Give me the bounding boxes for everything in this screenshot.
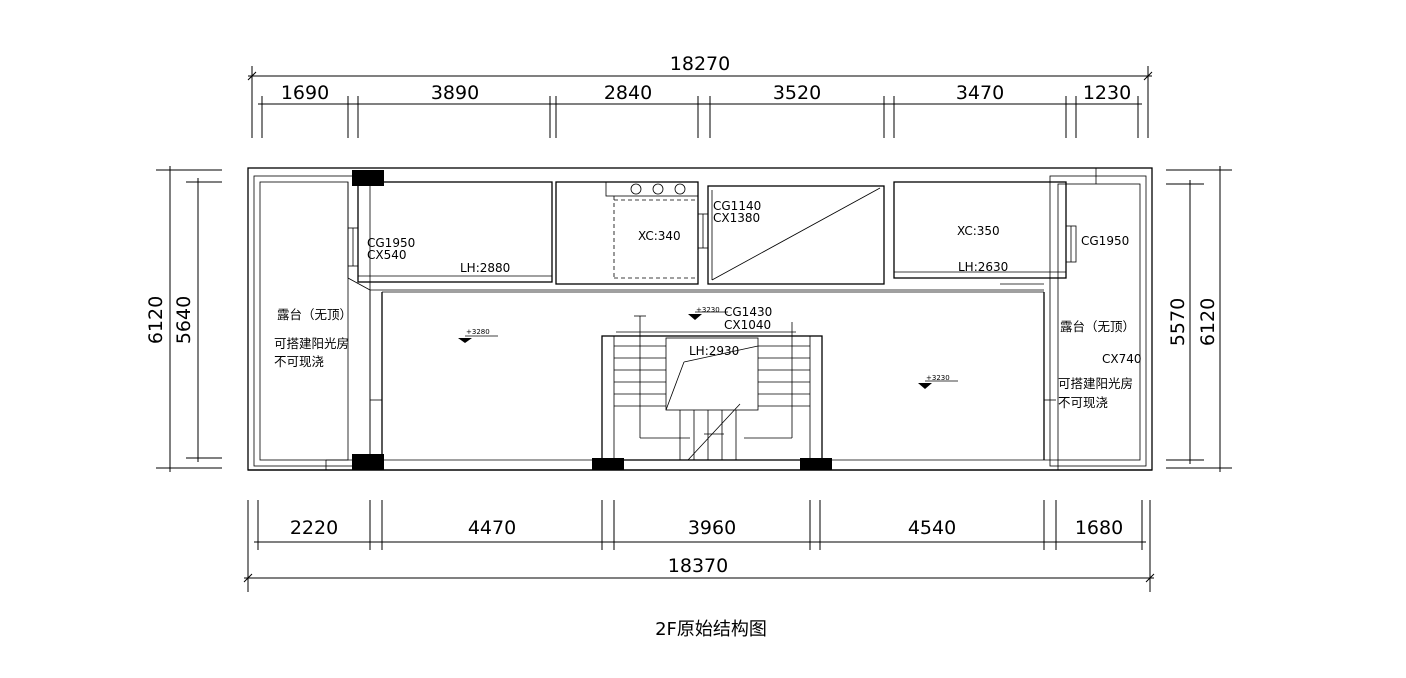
top-dimension-lines — [247, 66, 1153, 138]
bottom-dimension-4: 4540 — [908, 517, 956, 539]
left-outer-dimension: 6120 — [145, 296, 167, 344]
stair-cg-label: CG1430 — [724, 305, 772, 319]
right-cx-label: CX740 — [1102, 352, 1142, 366]
right-terrace-name: 露台（无顶） — [1060, 319, 1135, 334]
bottom-dimension-1: 2220 — [290, 517, 338, 539]
right-terrace-line2: 不可现浇 — [1058, 395, 1108, 410]
right-inner-dimension: 5570 — [1167, 298, 1189, 346]
room3-cg-label: CG1140 — [713, 199, 761, 213]
left-terrace-line1: 可搭建阳光房 — [274, 336, 349, 351]
room3-cx-label: CX1380 — [713, 211, 760, 225]
staircase — [601, 315, 823, 461]
bottom-dimension-3: 3960 — [688, 517, 736, 539]
room2-xc-label: XC:340 — [638, 229, 681, 243]
top-dimension-4: 3520 — [773, 82, 821, 104]
level-left-text: +3280 — [466, 328, 490, 336]
room1-lh-label: LH:2880 — [460, 261, 510, 275]
room1-cx-label: CX540 — [367, 248, 407, 262]
level-marker-left — [458, 335, 498, 343]
room4-xc-label: XC:350 — [957, 224, 1000, 238]
level-stair-text: +3230 — [696, 306, 720, 314]
room1-cg-label: CG1950 — [367, 236, 415, 250]
top-dimension-2: 3890 — [431, 82, 479, 104]
stair-cx-label: CX1040 — [724, 318, 771, 332]
level-right-text: +3230 — [926, 374, 950, 382]
right-dimension-lines — [1166, 166, 1232, 472]
left-inner-dimension: 5640 — [173, 296, 195, 344]
level-marker-stair — [688, 311, 728, 320]
stove-fixture — [605, 181, 699, 279]
left-dimension-lines — [156, 166, 222, 472]
top-dimension-6: 1230 — [1083, 82, 1131, 104]
top-dimension-1: 1690 — [281, 82, 329, 104]
room3-diagonal — [711, 187, 881, 281]
right-terrace-line1: 可搭建阳光房 — [1058, 376, 1133, 391]
drawing-title: 2F原始结构图 — [655, 619, 767, 640]
structural-columns — [352, 170, 832, 470]
outer-walls — [247, 167, 1153, 471]
right-cg-label: CG1950 — [1081, 234, 1129, 248]
bottom-total-dimension: 18370 — [668, 555, 728, 577]
left-terrace-name: 露台（无顶） — [277, 307, 352, 322]
room4-lh-label: LH:2630 — [958, 260, 1008, 274]
stair-lh-label: LH:2930 — [689, 344, 739, 358]
window-markers — [347, 213, 1077, 401]
top-dimension-3: 2840 — [604, 82, 652, 104]
right-outer-dimension: 6120 — [1197, 298, 1219, 346]
bottom-dimension-lines — [243, 500, 1155, 592]
bottom-dimension-2: 4470 — [468, 517, 516, 539]
top-total-dimension: 18270 — [670, 53, 730, 75]
right-terrace-outline — [1049, 168, 1147, 467]
bottom-dimension-5: 1680 — [1075, 517, 1123, 539]
left-terrace-line2: 不可现浇 — [274, 354, 324, 369]
top-dimension-5: 3470 — [956, 82, 1004, 104]
level-marker-right — [918, 380, 958, 389]
